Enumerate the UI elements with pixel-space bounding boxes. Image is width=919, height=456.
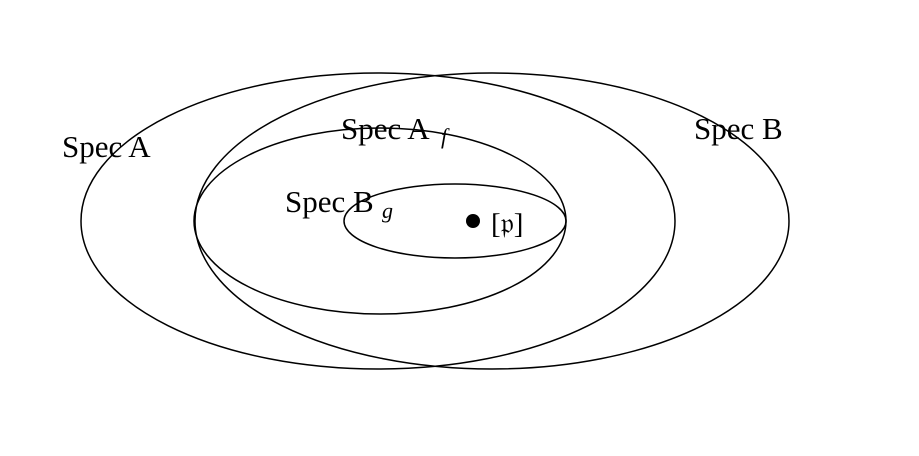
prime-point-label: [𝔭] xyxy=(491,208,523,240)
spec-a-f-label: Spec A xyxy=(341,111,430,146)
spec-a-ellipse xyxy=(80,72,676,370)
spec-b-g-subscript: g xyxy=(382,198,393,223)
prime-point-dot xyxy=(466,214,480,228)
spec-b-g-label: Spec B xyxy=(285,184,374,219)
spec-b-g-ellipse xyxy=(343,183,567,259)
spec-b-ellipse xyxy=(194,72,790,370)
spec-a-label: Spec A xyxy=(62,129,151,164)
spec-b-label: Spec B xyxy=(694,111,783,146)
spec-a-f-subscript: f xyxy=(441,124,450,149)
